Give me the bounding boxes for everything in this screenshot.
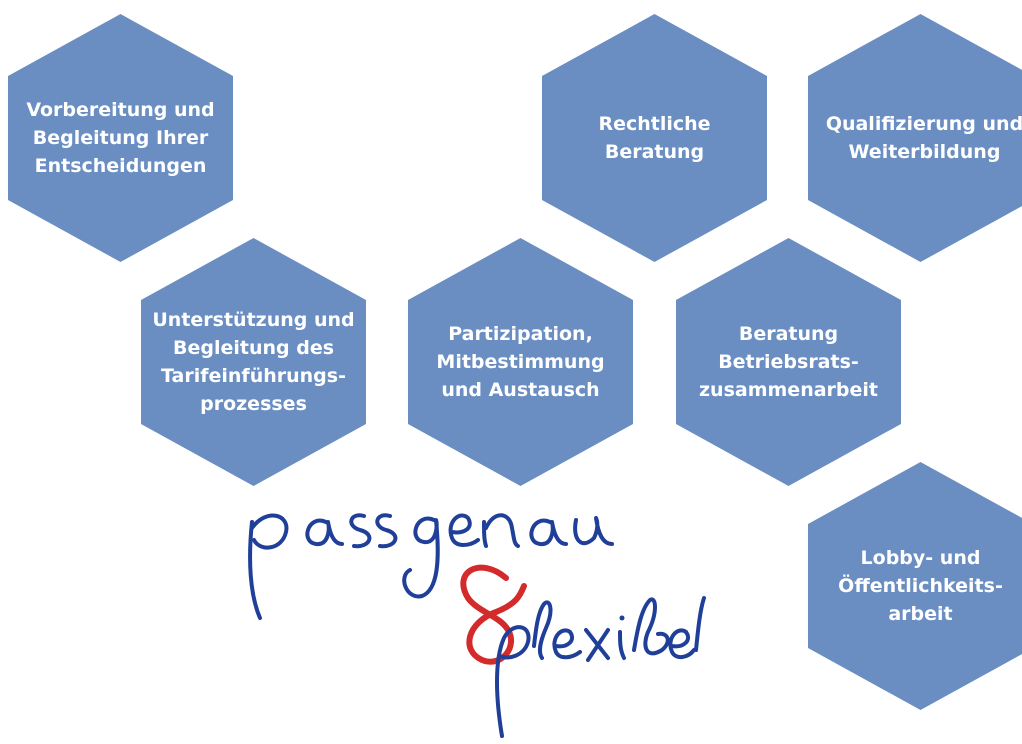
hexagon-vorbereitung: Vorbereitung und Begleitung Ihrer Entsch… [8,14,233,262]
script-ampersand [460,564,527,665]
script-passgenau [248,513,614,620]
hexagon-label: Unterstützung und Begleitung des Tarifei… [152,309,355,415]
hexagon-rechtliche-beratung: Rechtliche Beratung [542,14,767,262]
handwritten-logo-graphic [248,513,706,738]
hexagon-label: Lobby- und Öffentlichkeits- arbeit [838,547,1003,625]
hexagon-label: Rechtliche Beratung [598,113,711,163]
hexagon-partizipation: Partizipation, Mitbestimmung und Austaus… [408,238,633,486]
hexagon-label: Beratung Betriebsrats- zusammenarbeit [699,323,878,401]
script-flexibel [495,596,706,738]
hexagon-beratung-betriebsrat: Beratung Betriebsrats- zusammenarbeit [676,238,901,486]
hexagon-label: Partizipation, Mitbestimmung und Austaus… [436,323,605,401]
hexagon-label: Qualifizierung und Weiterbildung [825,113,1022,163]
handwritten-logo [238,500,708,740]
hexagon-qualifizierung: Qualifizierung und Weiterbildung [808,14,1022,262]
hexagon-lobby: Lobby- und Öffentlichkeits- arbeit [808,462,1022,710]
hexagon-unterstuetzung: Unterstützung und Begleitung des Tarifei… [141,238,366,486]
hexagon-label: Vorbereitung und Begleitung Ihrer Entsch… [26,99,215,177]
